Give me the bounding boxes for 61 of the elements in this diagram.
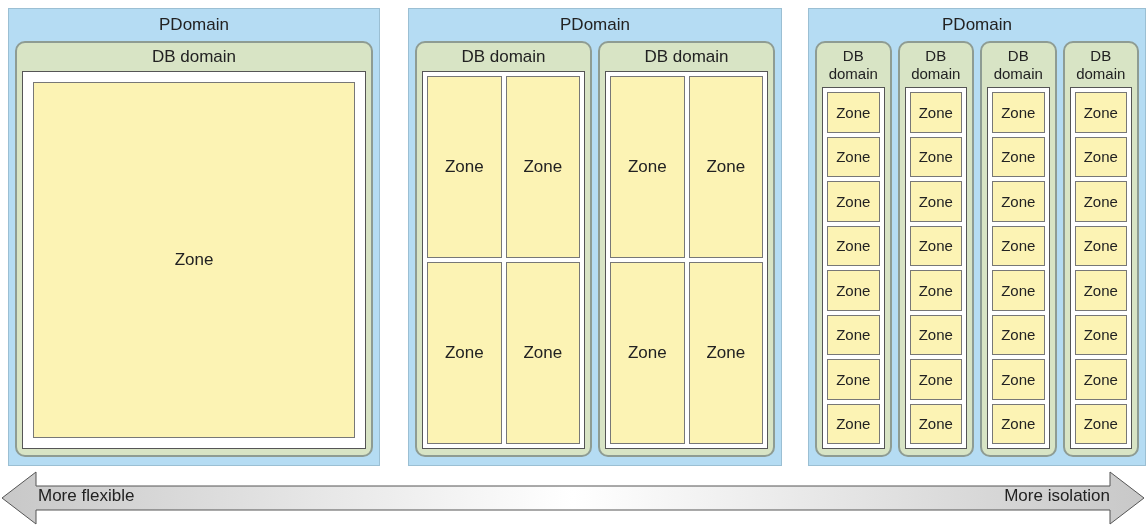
zone-box: Zone — [1074, 136, 1127, 177]
panel-title: DB domain — [992, 46, 1044, 84]
panel-title: DB domain — [827, 46, 879, 84]
zone-box: Zone — [610, 262, 685, 444]
panel-title: DB domain — [461, 46, 546, 68]
zone-box: Zone — [909, 359, 962, 400]
db-domain-panel — [897, 41, 974, 457]
zone-box: Zone — [427, 76, 502, 258]
zone-box: Zone — [827, 136, 880, 177]
zone-box: Zone — [909, 270, 962, 311]
zone-box: Zone — [909, 314, 962, 355]
panel-title: PDomain — [159, 14, 229, 36]
panel-title: DB domain — [910, 46, 962, 84]
zone-box: Zone — [688, 262, 763, 444]
panel-title: PDomain — [560, 14, 630, 36]
db-domain-panel — [415, 41, 592, 457]
zone-box: Zone — [827, 403, 880, 444]
zone-box: Zone — [827, 225, 880, 266]
zone-box: Zone — [827, 314, 880, 355]
zone-box: Zone — [992, 403, 1045, 444]
zone-box: Zone — [909, 225, 962, 266]
zone-box: Zone — [688, 76, 763, 258]
zone-box: Zone — [1074, 270, 1127, 311]
zone-box: Zone — [610, 76, 685, 258]
zone-box: Zone — [992, 359, 1045, 400]
panel-title: DB domain — [644, 46, 729, 68]
scale-label: More isolation — [1004, 486, 1110, 506]
zone-box: Zone — [1074, 181, 1127, 222]
panel-title: PDomain — [942, 14, 1012, 36]
zone-box: Zone — [992, 181, 1045, 222]
zone-box: Zone — [992, 314, 1045, 355]
zone-box: Zone — [1074, 92, 1127, 133]
zone-box: Zone — [1074, 403, 1127, 444]
pdomain-panel — [808, 8, 1146, 466]
zone-box: Zone — [1074, 225, 1127, 266]
zone-box: Zone — [505, 76, 580, 258]
zone-box: Zone — [909, 136, 962, 177]
db-domain-panel — [598, 41, 775, 457]
zone-box: Zone — [992, 92, 1045, 133]
panel-title: DB domain — [151, 46, 237, 68]
zone-box: Zone — [992, 225, 1045, 266]
zone-box: Zone — [827, 270, 880, 311]
zone-box: Zone — [992, 270, 1045, 311]
db-domain-panel — [815, 41, 892, 457]
zone-box: Zone — [1074, 359, 1127, 400]
zone-box: Zone — [992, 136, 1045, 177]
zone-box: Zone — [909, 92, 962, 133]
zone-box: Zone — [1074, 314, 1127, 355]
panel-title: DB domain — [1075, 46, 1127, 84]
zone-box: Zone — [427, 262, 502, 444]
scale-label: More flexible — [38, 486, 135, 506]
zone-box: Zone — [909, 403, 962, 444]
zone-box: Zone — [827, 181, 880, 222]
zone-box: Zone — [827, 92, 880, 133]
db-domain-panel — [1062, 41, 1139, 457]
zone-box: Zone — [33, 82, 355, 438]
zone-box: Zone — [505, 262, 580, 444]
zone-box: Zone — [909, 181, 962, 222]
db-domain-panel — [980, 41, 1057, 457]
pdomain-panel — [408, 8, 782, 466]
zone-box: Zone — [827, 359, 880, 400]
